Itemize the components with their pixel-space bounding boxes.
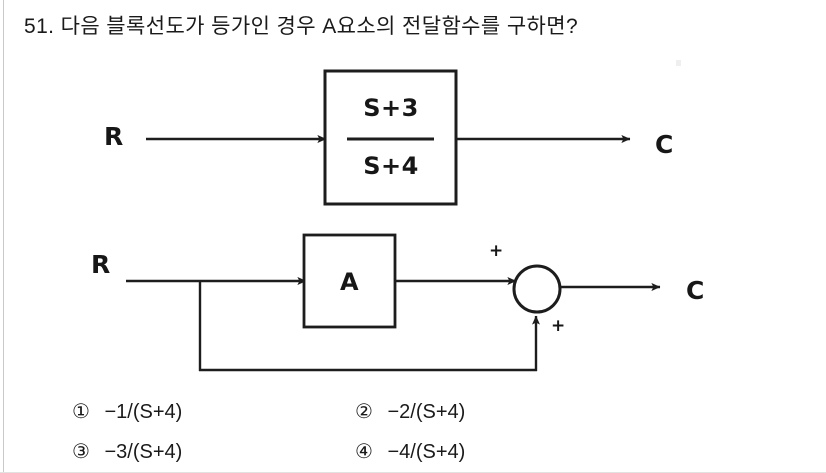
choice-marker-3: ③	[72, 441, 90, 463]
choice-text-3: −3/(S+4)	[104, 441, 183, 463]
answer-choice-3[interactable]: ③ −3/(S+4)	[72, 439, 182, 465]
choice-marker-4: ④	[355, 441, 373, 463]
top-transfer-block	[323, 69, 458, 206]
choice-marker-2: ②	[355, 401, 373, 423]
summing-sign-bottom: +	[551, 316, 566, 336]
top-input-label: R	[104, 122, 124, 151]
top-output-label: C	[655, 130, 674, 159]
transfer-function-denominator: S+4	[363, 152, 419, 180]
scan-speck	[676, 60, 681, 66]
question-stem: 51. 다음 블록선도가 등가인 경우 A요소의 전달함수를 구하면?	[24, 15, 579, 38]
answer-choice-1[interactable]: ① −1/(S+4)	[72, 399, 182, 425]
bottom-input-label: R	[91, 250, 111, 279]
choice-text-2: −2/(S+4)	[387, 401, 466, 423]
transfer-function-numerator: S+3	[363, 94, 419, 122]
block-a-label: A	[339, 268, 360, 296]
choice-text-1: −1/(S+4)	[104, 401, 183, 423]
bottom-output-label: C	[686, 276, 705, 305]
answer-choice-4[interactable]: ④ −4/(S+4)	[355, 439, 465, 465]
answer-choice-2[interactable]: ② −2/(S+4)	[355, 399, 465, 425]
summing-junction	[512, 264, 562, 314]
summing-sign-top: +	[489, 241, 504, 261]
choice-marker-1: ①	[72, 401, 90, 423]
scan-edge-left	[3, 0, 4, 473]
choice-text-4: −4/(S+4)	[387, 441, 466, 463]
